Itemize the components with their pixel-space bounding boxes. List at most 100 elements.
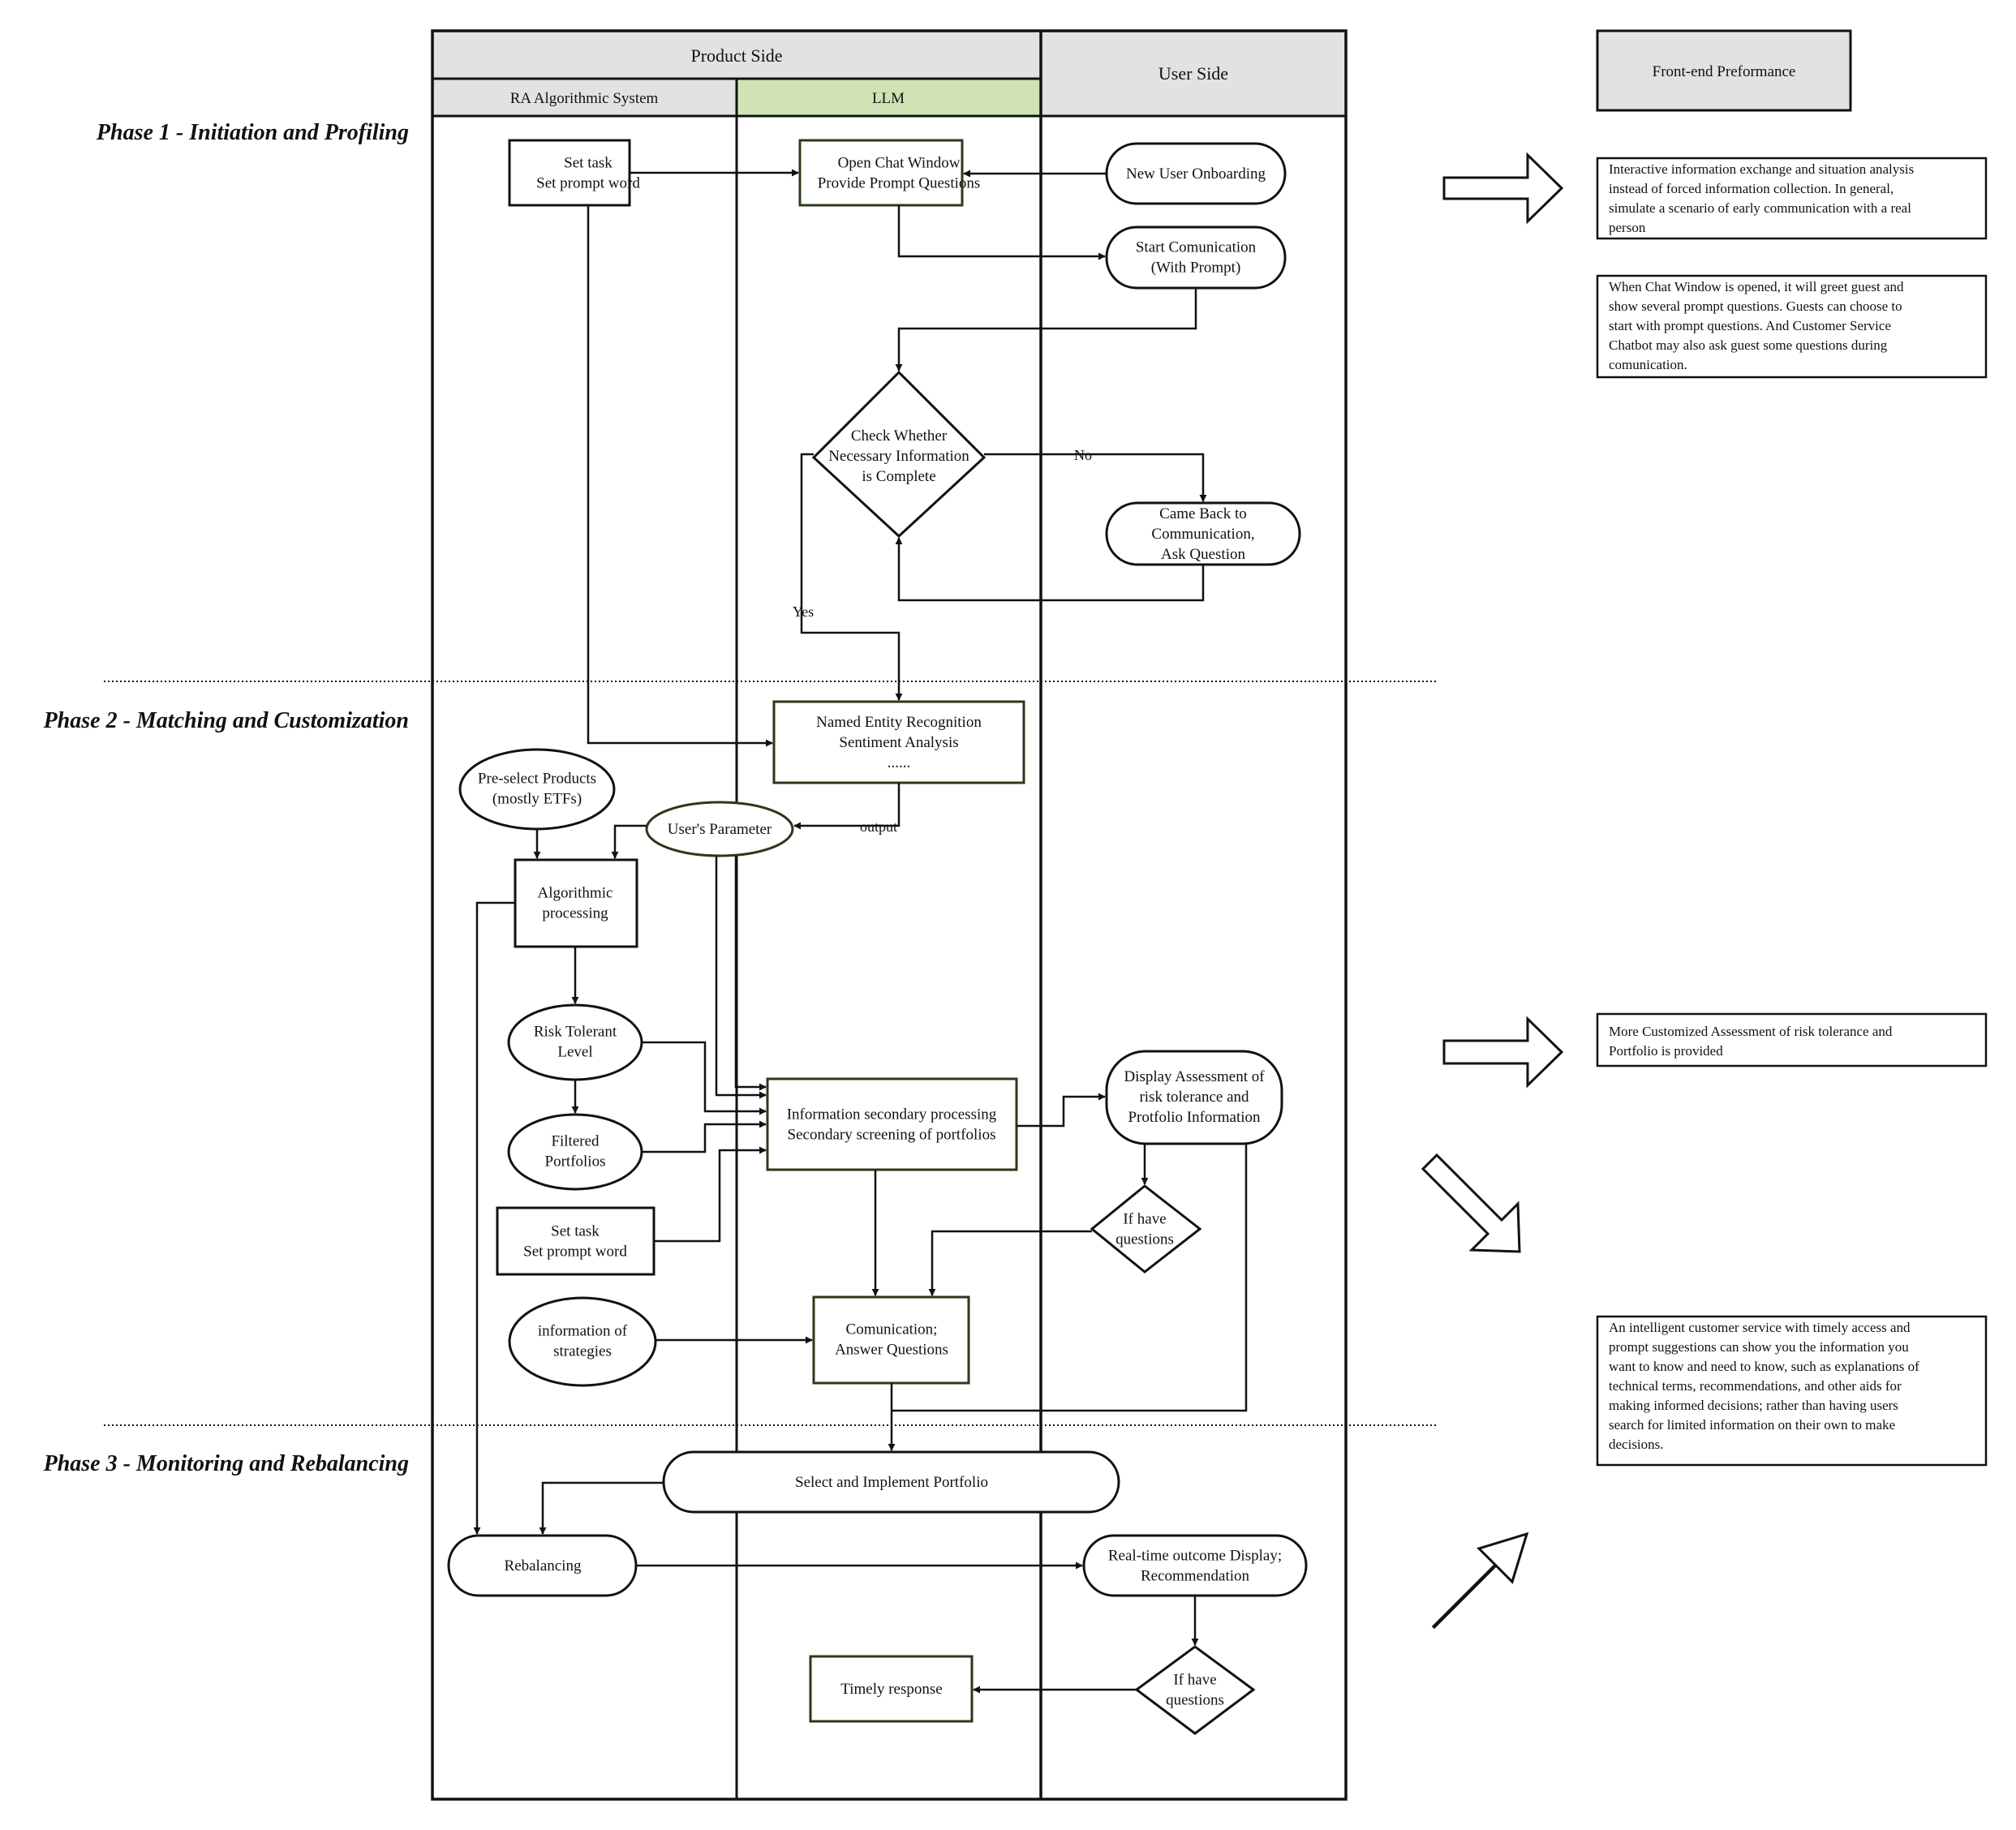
phase-3-label: Phase 3 - Monitoring and Rebalancing (43, 1451, 409, 1476)
rebalancing-label: Rebalancing (505, 1557, 582, 1574)
preselect-label: Pre-select Products(mostly ETFs) (478, 771, 596, 808)
note-text-3: More Customized Assessment of risk toler… (1609, 1024, 1893, 1059)
edge-select-rebalancing (539, 1481, 664, 1535)
text-line: search for limited information on their … (1609, 1417, 1895, 1433)
ra-system-header-bg (431, 77, 738, 118)
text-line: Secondary screening of portfolios (788, 1127, 996, 1144)
set-task-box-2 (496, 1206, 656, 1276)
text-line: New User Onboarding (1126, 165, 1266, 183)
edge-userparam-algo (611, 824, 647, 859)
text-line: Rebalancing (505, 1557, 582, 1574)
text-line: When Chat Window is opened, it will gree… (1609, 279, 1904, 294)
text-line: More Customized Assessment of risk toler… (1609, 1024, 1893, 1039)
text-line: show several prompt questions. Guests ca… (1609, 299, 1902, 314)
front-end-header-label: Front-end Preformance (1653, 63, 1796, 80)
edge-ner-userparam (793, 783, 901, 830)
text-line: If have (1173, 1672, 1216, 1689)
text-line: risk tolerance and (1139, 1089, 1249, 1106)
text-line: strategies (553, 1343, 612, 1360)
edge-startcomm-check (895, 288, 1197, 372)
hollow-arrow-right-1 (1442, 152, 1564, 225)
text-line: Real-time outcome Display; (1108, 1548, 1282, 1565)
display-assessment-box (1105, 1050, 1283, 1145)
note-text-2: When Chat Window is opened, it will gree… (1609, 279, 1904, 372)
text-line: Recommendation (1141, 1568, 1250, 1585)
text-line: Check Whether (851, 427, 948, 445)
connectors (473, 169, 1248, 1694)
comm-answer-label: Comunication;Answer Questions (835, 1321, 948, 1359)
note-text-4: An intelligent customer service with tim… (1609, 1320, 1919, 1452)
text-line: Interactive information exchange and sit… (1609, 161, 1914, 177)
text-line: Comunication; (846, 1321, 938, 1338)
edge-algo-rebalancing (473, 901, 515, 1535)
text-line: Risk Tolerant (534, 1024, 617, 1041)
lanes-outer-border (431, 29, 1348, 1801)
start-comm-label: Start Comunication(With Prompt) (1136, 239, 1257, 277)
front-end-column (1596, 29, 1988, 1467)
text-line: comunication. (1609, 357, 1687, 372)
edge-check-no (984, 453, 1207, 502)
new-user-label: New User Onboarding (1126, 165, 1266, 183)
text-line: Select and Implement Portfolio (795, 1474, 988, 1491)
note-box-3 (1596, 1012, 1988, 1068)
text-line: making informed decisions; rather than h… (1609, 1398, 1898, 1413)
note-box-2 (1596, 274, 1988, 379)
text-line: questions (1115, 1231, 1174, 1248)
front-end-header-box (1596, 29, 1852, 112)
phase-1-label: Phase 1 - Initiation and Profiling (96, 120, 409, 145)
edge-risk-info (642, 1041, 767, 1115)
text-line: Timely response (840, 1681, 942, 1698)
text-line: User's Parameter (668, 821, 772, 838)
hollow-arrow-up-right (1431, 1531, 1529, 1630)
info-secondary-box (766, 1077, 1018, 1171)
text-line: Display Assessment of (1124, 1068, 1265, 1085)
realtime-label: Real-time outcome Display; Recommendation (1108, 1548, 1282, 1585)
edge-userparam-info-b (734, 856, 767, 1091)
edge-label-yes: Yes (793, 604, 814, 620)
edge-settask2-info (654, 1146, 767, 1243)
edge-settask-ner (587, 205, 773, 747)
comm-answer-box (812, 1295, 970, 1385)
note-box-1 (1596, 157, 1988, 240)
user-side-label: User Side (1158, 63, 1228, 84)
edge-info-display (1017, 1093, 1106, 1128)
text-line: simulate a scenario of early communicati… (1609, 200, 1911, 216)
edge-label-no: No (1074, 447, 1092, 463)
edge-label-output: output (860, 818, 897, 835)
edge-userparam-info-a (715, 856, 767, 1099)
note-text-1: Interactive information exchange and sit… (1609, 161, 1914, 235)
text-line: Chatbot may also ask guest some question… (1609, 337, 1888, 353)
hollow-arrows (1421, 152, 1564, 1630)
realtime-box (1082, 1534, 1308, 1597)
text-line: Algorithmic (538, 885, 613, 902)
if-have-questions-diamond-1 (1090, 1184, 1202, 1274)
edge-ifhave-comm (928, 1230, 1092, 1296)
edge-check-yes (800, 453, 903, 701)
preselect-ellipse (458, 748, 616, 831)
text-line: Set prompt word (523, 1244, 627, 1261)
text-line: Set task (551, 1223, 600, 1240)
hollow-arrow-right-2 (1442, 1016, 1564, 1089)
edge-openchat-startcomm (897, 205, 1106, 260)
text-line: Portfolio is provided (1609, 1043, 1723, 1059)
timely-response-box (809, 1655, 974, 1723)
text-line: Protfolio Information (1128, 1109, 1261, 1126)
start-communication-box (1105, 226, 1287, 290)
note-box-4 (1596, 1315, 1988, 1467)
text-line: instead of forced information collection… (1609, 181, 1893, 196)
algorithmic-box (514, 858, 638, 948)
info-strategies-ellipse (508, 1296, 657, 1387)
text-line: decisions. (1609, 1437, 1664, 1452)
